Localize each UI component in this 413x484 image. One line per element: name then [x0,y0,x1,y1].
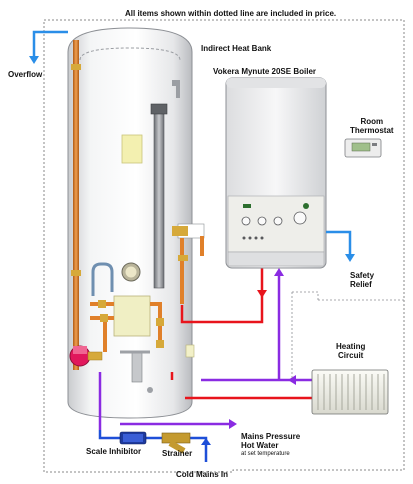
scale-inhibitor-device [119,431,147,445]
cold-mains-label: Cold Mains In [176,470,228,479]
immersion-heater [153,111,165,289]
boiler-valve [172,223,205,304]
boiler-unit [225,77,327,269]
return-arrow-icon [274,268,284,276]
safety-label-line2: Relief [350,280,372,289]
heat-bank-label: Indirect Heat Bank [201,44,272,53]
pump-icon [69,345,91,367]
header-note: All items shown within dotted line are i… [125,9,337,18]
heating-label-line1: Heating [336,342,366,351]
overflow-pipe [32,30,68,58]
safety-relief-label: Safety Relief [350,271,374,289]
safety-label-line1: Safety [350,271,375,280]
included-items-boundary [43,19,405,473]
mains-label-line1: Mains Pressure [241,432,301,441]
overflow-label: Overflow [8,70,43,79]
mains-note: at set temperature [241,451,290,457]
radiator-icon [311,369,389,415]
mains-hot-water-label: Mains Pressure Hot Water [241,432,300,450]
heating-circuit-label: Heating Circuit [336,342,365,360]
thermostat-label-line1: Room [360,117,384,126]
expansion-loop [91,262,114,296]
thermostat-label: Room Thermostat [350,117,394,135]
top-outlet [172,80,180,98]
strainer-device [161,432,191,454]
flow-arrow-icon [257,290,267,298]
thermostat-icon [344,138,382,158]
mains-label-line2: Hot Water [241,441,279,450]
scale-inhibitor-label: Scale Inhibitor [86,447,142,456]
cylinder-vent-pipe [73,40,79,370]
boiler-label: Vokera Mynute 20SE Boiler [213,67,316,76]
safety-relief-pipe [326,230,352,256]
strainer-label: Strainer [162,449,193,458]
overflow-arrow-icon [29,56,39,64]
valve-manifold [90,295,164,393]
relief-arrow-icon [345,254,355,262]
heating-label-line2: Circuit [338,351,364,360]
thermostat-label-line2: Thermostat [350,126,394,135]
